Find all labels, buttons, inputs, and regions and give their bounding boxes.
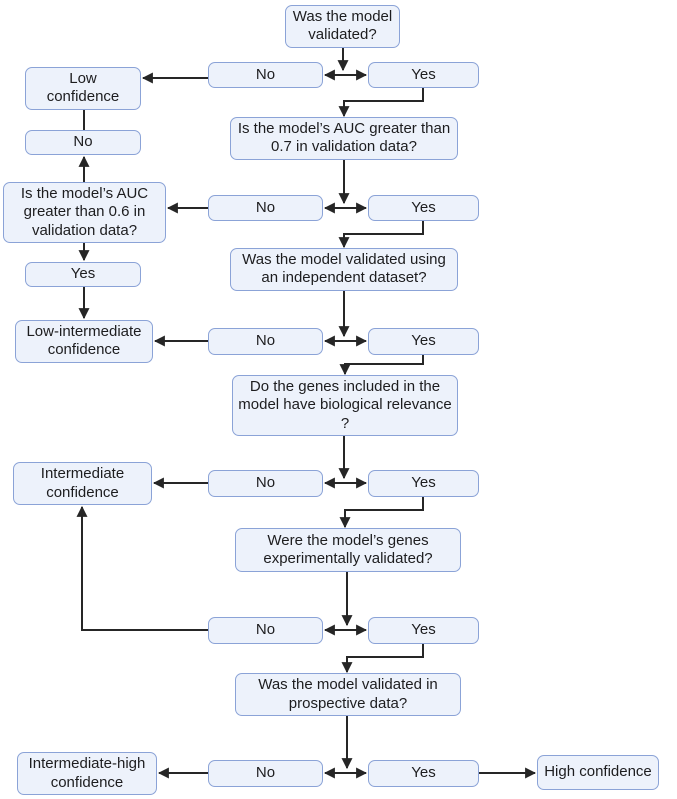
node-question-experimental: Were the model’s genes experimentally va… xyxy=(235,528,461,572)
node-answer-no-6: No xyxy=(208,760,323,787)
node-answer-yes-1: Yes xyxy=(368,62,479,88)
node-question-biological: Do the genes included in the model have … xyxy=(232,375,458,436)
node-answer-no-4: No xyxy=(208,470,323,497)
arrow-yes1-to-qauc07 xyxy=(338,88,424,118)
node-question-prospective: Was the model validated in prospective d… xyxy=(235,673,461,716)
node-answer-left-yes: Yes xyxy=(25,262,141,287)
node-answer-no-3: No xyxy=(208,328,323,355)
node-answer-left-no: No xyxy=(25,130,141,155)
node-outcome-high-confidence: High confidence xyxy=(537,755,659,790)
arrow-no5-to-intermediate xyxy=(76,505,208,631)
node-answer-no-1: No xyxy=(208,62,323,88)
node-question-auc07: Is the model’s AUC greater than 0.7 in v… xyxy=(230,117,458,160)
arrow-yes4-to-qexperimental xyxy=(339,497,424,529)
node-outcome-intermediate-confidence: Intermediate confidence xyxy=(13,462,152,505)
node-answer-yes-3: Yes xyxy=(368,328,479,355)
node-answer-yes-4: Yes xyxy=(368,470,479,497)
node-answer-yes-5: Yes xyxy=(368,617,479,644)
node-outcome-intermediate-high-confidence: Intermediate-high confidence xyxy=(17,752,157,795)
node-answer-yes-6: Yes xyxy=(368,760,479,787)
node-outcome-low-intermediate-confidence: Low-intermediate confidence xyxy=(15,320,153,363)
node-outcome-low-confidence: Low confidence xyxy=(25,67,141,110)
node-question-independent: Was the model validated using an indepen… xyxy=(230,248,458,291)
node-answer-no-2: No xyxy=(208,195,323,221)
node-question-validated: Was the model validated? xyxy=(285,5,400,48)
node-answer-yes-2: Yes xyxy=(368,195,479,221)
node-answer-no-5: No xyxy=(208,617,323,644)
arrow-yes2-to-qindependent xyxy=(338,221,424,249)
arrow-yes3-to-qbiological xyxy=(339,355,424,376)
node-question-auc06: Is the model’s AUC greater than 0.6 in v… xyxy=(3,182,166,243)
arrow-yes5-to-qprospective xyxy=(341,644,424,674)
